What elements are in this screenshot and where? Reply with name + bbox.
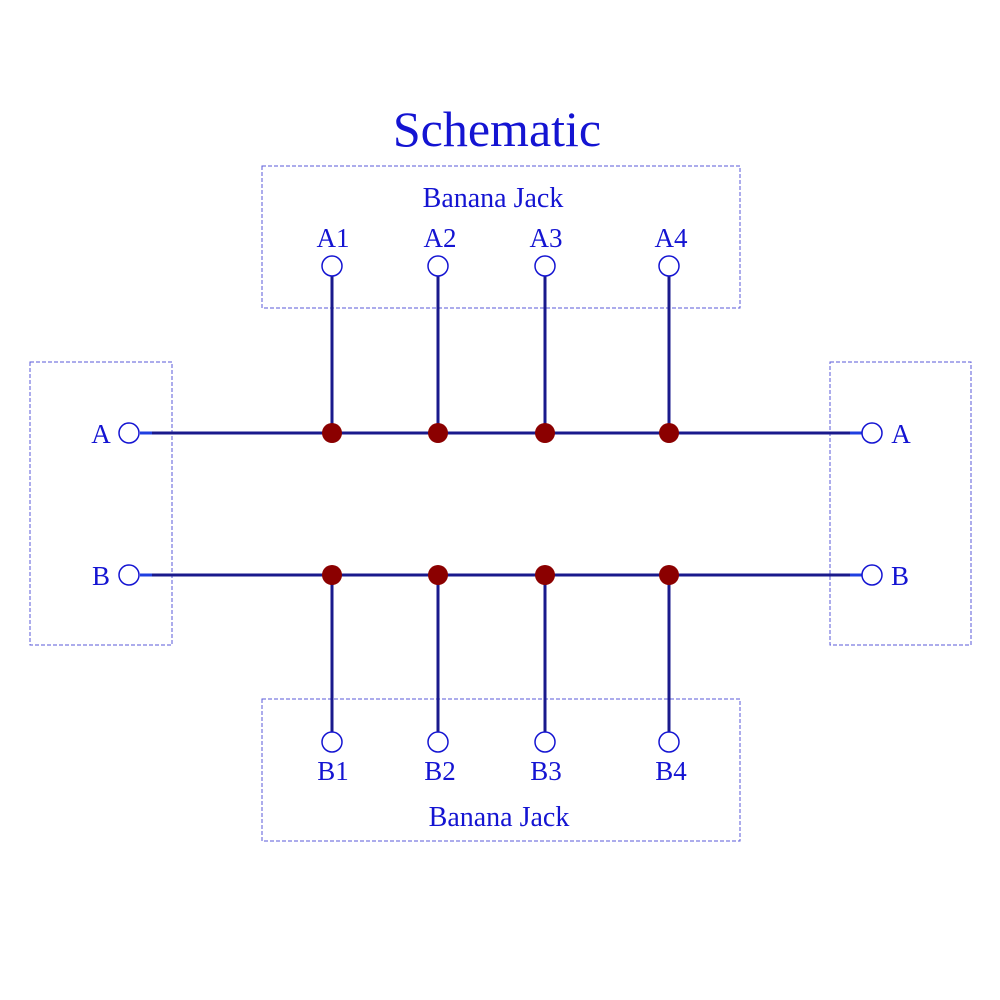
junction-b3 <box>535 565 555 585</box>
top-jack-box <box>261 165 741 309</box>
pin-label-a4: A4 <box>655 223 688 253</box>
junction-a4 <box>659 423 679 443</box>
pin-label-a1: A1 <box>317 223 350 253</box>
pin-label-b3: B3 <box>530 756 562 786</box>
terminal-b2 <box>427 731 449 753</box>
junction-b2 <box>428 565 448 585</box>
terminal-b4 <box>658 731 680 753</box>
terminal-b3 <box>534 731 556 753</box>
terminal-left-a <box>118 422 140 444</box>
terminal-b1 <box>321 731 343 753</box>
pin-label-a2: A2 <box>424 223 457 253</box>
terminal-a1 <box>321 255 343 277</box>
bottom-jack-box <box>261 698 741 842</box>
junction-b4 <box>659 565 679 585</box>
terminal-left-b <box>118 564 140 586</box>
bottom-jack-label: Banana Jack <box>429 802 570 833</box>
left-label-b: B <box>92 561 110 591</box>
terminal-a2 <box>427 255 449 277</box>
left-label-a: A <box>91 419 111 449</box>
right-label-b: B <box>891 561 909 591</box>
junction-a3 <box>535 423 555 443</box>
right-label-a: A <box>891 419 911 449</box>
terminal-a3 <box>534 255 556 277</box>
left-connector-box <box>29 361 173 646</box>
right-connector-box <box>829 361 972 646</box>
terminal-right-a <box>861 422 883 444</box>
terminal-right-b <box>861 564 883 586</box>
pin-label-b1: B1 <box>317 756 349 786</box>
page-title: Schematic <box>393 101 601 157</box>
junction-b1 <box>322 565 342 585</box>
terminal-a4 <box>658 255 680 277</box>
pin-label-b4: B4 <box>655 756 687 786</box>
junction-a2 <box>428 423 448 443</box>
junction-a1 <box>322 423 342 443</box>
pin-label-b2: B2 <box>424 756 456 786</box>
pin-label-a3: A3 <box>530 223 563 253</box>
top-jack-label: Banana Jack <box>423 183 564 214</box>
